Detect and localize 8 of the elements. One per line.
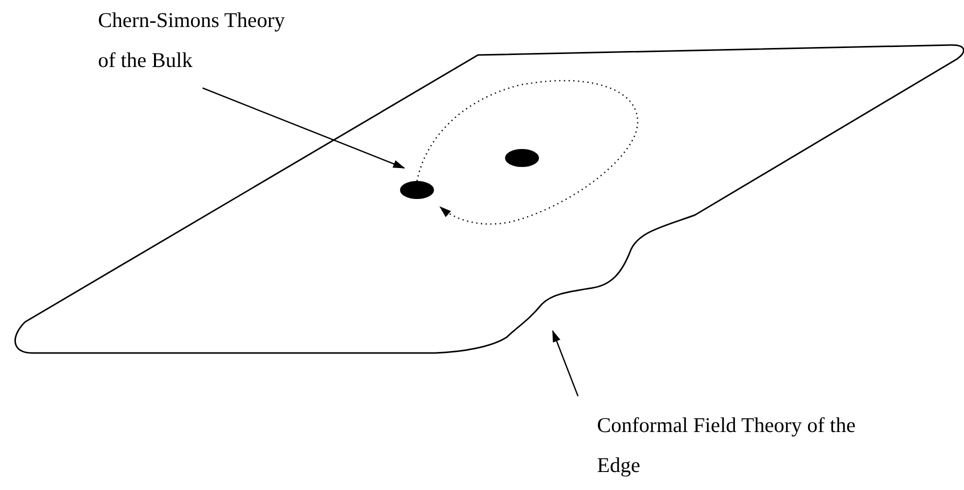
plane-drawing [12, 42, 964, 357]
braiding-path-arrow [416, 80, 638, 225]
leader-line [202, 87, 406, 169]
bulk-label: Chern-Simons Theory of the Bulk [98, 0, 303, 80]
quasiparticle [400, 181, 434, 199]
leader-line [552, 330, 579, 396]
quasiparticle [505, 149, 539, 167]
edge-label: Conformal Field Theory of the Edge [597, 405, 877, 485]
